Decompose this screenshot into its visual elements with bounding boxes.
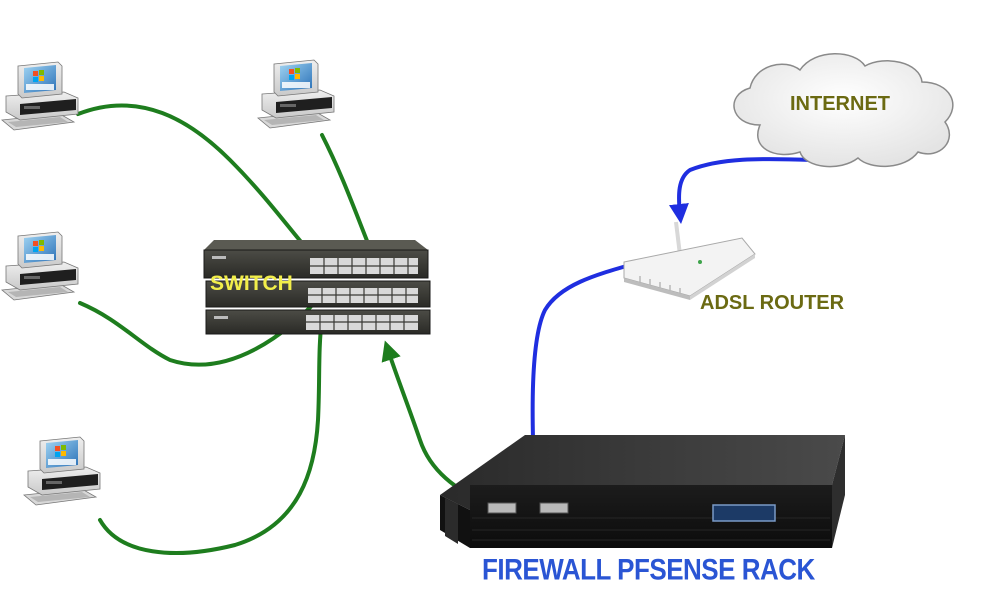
adsl-router-label: ADSL ROUTER [700,292,845,314]
internet-label: INTERNET [790,93,890,115]
pc-3 [1,231,79,301]
network-switch [203,240,431,335]
switch-label: SWITCH [210,272,293,295]
pc-2 [257,59,335,129]
firewall-rack [440,435,845,548]
internet-cloud [733,53,954,168]
firewall-label: FIREWALL PFSENSE RACK [482,552,815,587]
pc-4 [23,436,101,506]
lan-cable-pc4 [98,316,324,555]
adsl-router [623,221,756,300]
wan-cable-internet [669,157,814,224]
pc-1 [1,61,79,131]
